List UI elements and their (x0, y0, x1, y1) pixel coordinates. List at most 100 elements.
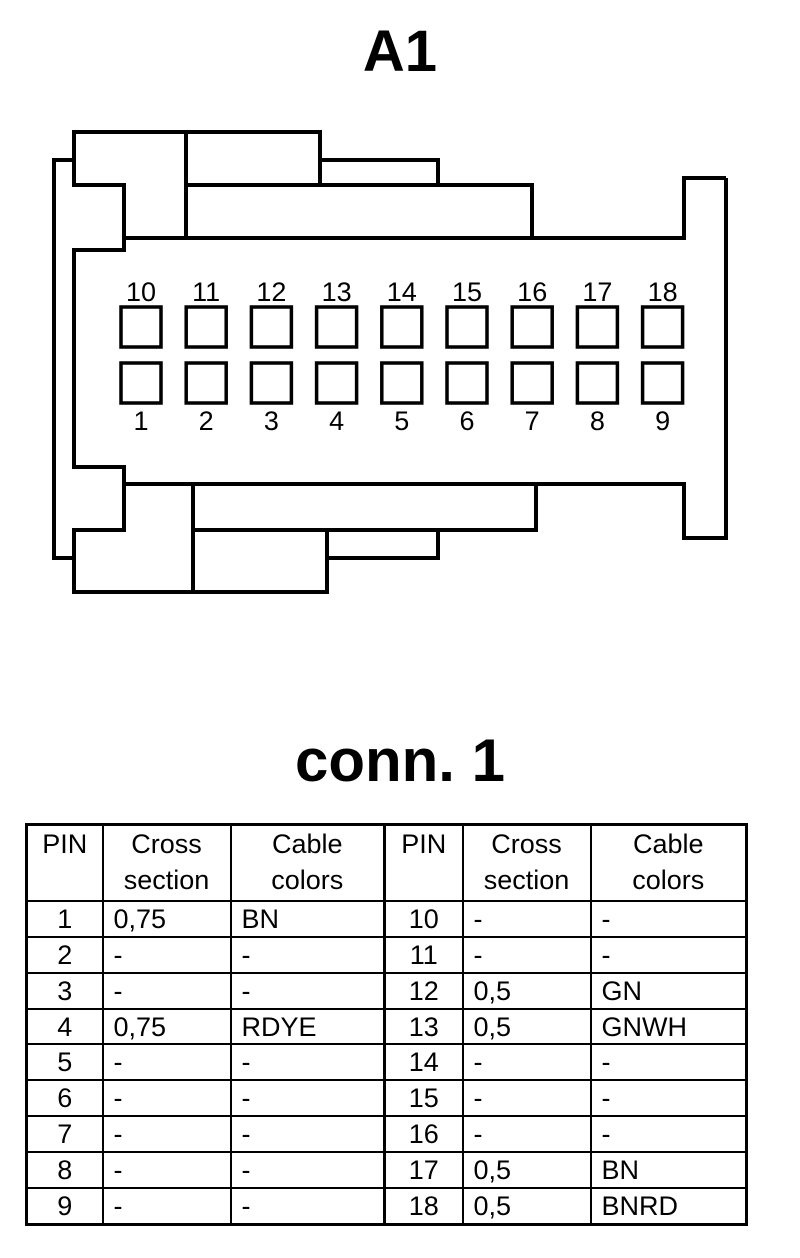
pin-number: 14 (387, 277, 417, 307)
pin-number: 11 (192, 277, 220, 307)
pin-number: 15 (452, 277, 482, 307)
cross-section-cell: - (461, 1079, 592, 1118)
pin-cell: 10 (383, 899, 464, 938)
cross-section-cell: - (101, 1151, 232, 1190)
cable-color-cell: - (589, 1043, 748, 1082)
cross-section-cell: - (461, 1115, 592, 1154)
cable-color-cell: - (589, 1115, 748, 1154)
pin-socket (249, 305, 294, 349)
pin-socket (510, 305, 554, 349)
cable-color-cell: - (229, 935, 386, 974)
table-row: 6--15-- (25, 1079, 748, 1118)
pin-number: 5 (394, 406, 409, 436)
cable-color-cell: - (229, 971, 386, 1010)
pin-cell: 15 (383, 1079, 464, 1118)
cross-section-cell: - (101, 1043, 232, 1082)
cable-color-cell: RDYE (229, 1007, 386, 1046)
pin-cell: 8 (25, 1151, 104, 1190)
pin-socket (184, 361, 228, 405)
table-row: 5--14-- (25, 1043, 748, 1082)
pin-socket (640, 361, 685, 405)
pin-number: 16 (517, 277, 547, 307)
cross-section-cell: 0,75 (101, 1007, 232, 1046)
pin-socket (119, 305, 163, 349)
pin-cell: 14 (383, 1043, 464, 1082)
cable-color-cell: - (589, 1079, 748, 1118)
pin-number: 13 (322, 277, 352, 307)
cross-section-cell: - (101, 935, 232, 974)
pin-socket (575, 361, 620, 405)
cable-color-cell: GNWH (589, 1007, 748, 1046)
pin-number: 3 (264, 406, 279, 436)
connector-housing (52, 130, 728, 594)
pin-row-bottom: 1 2 3 4 5 6 7 8 9 (119, 361, 685, 436)
header-pin: PIN (383, 823, 464, 902)
pin-socket (249, 361, 294, 405)
cross-section-cell: - (101, 1187, 232, 1226)
pin-cell: 18 (383, 1187, 464, 1226)
cable-color-cell: - (229, 1151, 386, 1190)
pin-cell: 4 (25, 1007, 104, 1046)
pin-number: 8 (590, 406, 605, 436)
pin-socket (640, 305, 685, 349)
cable-color-cell: - (229, 1115, 386, 1154)
pin-number: 10 (126, 277, 156, 307)
pin-row-top: 10 11 12 13 14 15 16 17 18 (119, 277, 685, 349)
cable-color-cell: BNRD (589, 1187, 748, 1226)
pin-cell: 12 (383, 971, 464, 1010)
pin-number: 12 (256, 277, 286, 307)
pin-socket (119, 361, 163, 405)
pin-socket (445, 361, 489, 405)
pin-cell: 11 (383, 935, 464, 974)
cable-color-cell: BN (589, 1151, 748, 1190)
pin-socket (445, 305, 489, 349)
cable-color-cell: - (589, 899, 748, 938)
cable-color-cell: - (229, 1043, 386, 1082)
pin-socket (314, 305, 359, 349)
pin-number: 7 (525, 406, 540, 436)
cross-section-cell: 0,5 (461, 1007, 592, 1046)
pin-number: 2 (199, 406, 214, 436)
cross-section-cell: - (101, 971, 232, 1010)
pin-cell: 2 (25, 935, 104, 974)
cross-section-cell: - (461, 899, 592, 938)
cross-section-cell: 0,75 (101, 899, 232, 938)
pin-cell: 7 (25, 1115, 104, 1154)
pin-cell: 1 (25, 899, 104, 938)
pin-number: 18 (648, 277, 678, 307)
table-title: conn. 1 (294, 727, 506, 794)
cable-color-cell: GN (589, 971, 748, 1010)
pin-socket (314, 361, 359, 405)
connector-title: A1 (362, 19, 438, 84)
cable-color-cell: - (229, 1187, 386, 1226)
pin-cell: 9 (25, 1187, 104, 1226)
cross-section-cell: - (461, 1043, 592, 1082)
pin-socket (510, 361, 554, 405)
pin-socket (184, 305, 228, 349)
header-pin: PIN (25, 823, 104, 902)
cable-color-cell: BN (229, 899, 386, 938)
cross-section-cell: - (101, 1079, 232, 1118)
pin-number: 1 (133, 406, 148, 436)
pin-socket (380, 305, 424, 349)
cable-color-cell: - (589, 935, 748, 974)
pin-number: 4 (329, 406, 344, 436)
table-row: 7--16-- (25, 1115, 748, 1154)
cross-section-cell: 0,5 (461, 971, 592, 1010)
pin-number: 6 (459, 406, 474, 436)
pin-number: 9 (655, 406, 670, 436)
pin-cell: 17 (383, 1151, 464, 1190)
pin-socket (575, 305, 620, 349)
cross-section-cell: - (461, 935, 592, 974)
pin-number: 17 (582, 277, 612, 307)
pin-cell: 16 (383, 1115, 464, 1154)
pin-cell: 5 (25, 1043, 104, 1082)
